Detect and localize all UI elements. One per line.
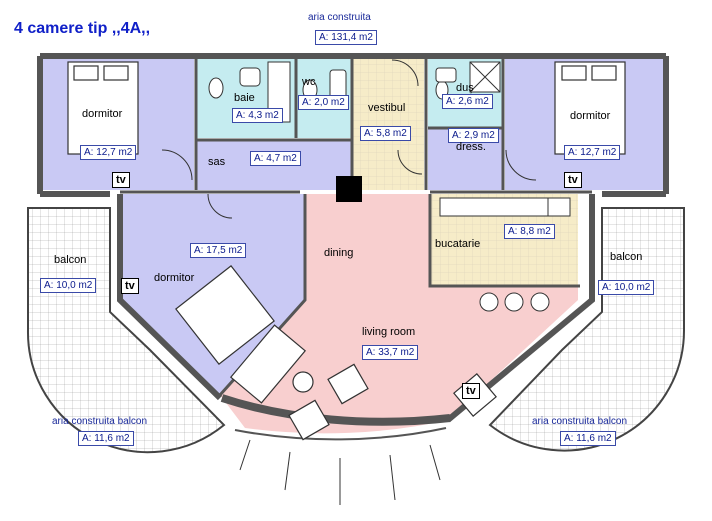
balcony-left-total-area: A: 11,6 m2 [78, 431, 134, 446]
area-balcon-left: A: 10,0 m2 [40, 278, 97, 293]
label-dress: dress. [456, 141, 486, 153]
area-bucatarie: A: 8,8 m2 [504, 224, 555, 239]
label-vestibul: vestibul [368, 102, 406, 114]
tv-right-bedroom: tv [564, 172, 582, 188]
label-dormitor-mid: dormitor [154, 272, 195, 284]
tv-middle-bedroom: tv [121, 278, 139, 294]
label-dormitor-right: dormitor [570, 110, 611, 122]
area-balcon-right: A: 10,0 m2 [598, 280, 655, 295]
balcony-left-caption: aria construita balcon [52, 416, 148, 427]
label-balcon-right: balcon [610, 251, 643, 263]
label-living: living room [362, 326, 416, 338]
area-vestibul: A: 5,8 m2 [360, 126, 411, 141]
label-dormitor-left: dormitor [82, 108, 123, 120]
room-living [220, 194, 578, 434]
label-sas: sas [208, 156, 226, 168]
balcony-right-total-area: A: 11,6 m2 [560, 431, 616, 446]
area-dress: A: 2,9 m2 [448, 128, 499, 143]
label-wc: wc [302, 76, 316, 88]
label-balcon-left: balcon [54, 254, 87, 266]
page-title: 4 camere tip ,,4A,, [14, 20, 151, 37]
total-area-caption: aria construita [308, 12, 371, 23]
area-dormitor-mid: A: 17,5 m2 [190, 243, 247, 258]
area-wc: A: 2,0 m2 [298, 95, 349, 110]
area-dus: A: 2,6 m2 [442, 94, 493, 109]
label-bucatarie: bucatarie [435, 238, 481, 250]
area-dormitor-right: A: 12,7 m2 [564, 145, 621, 160]
area-sas: A: 4,7 m2 [250, 151, 301, 166]
area-living: A: 33,7 m2 [362, 345, 419, 360]
label-dining: dining [324, 247, 354, 259]
label-baie: baie [234, 92, 255, 104]
tv-living: tv [462, 383, 480, 399]
area-dormitor-left: A: 12,7 m2 [80, 145, 137, 160]
label-dus: duș [456, 82, 474, 94]
area-baie: A: 4,3 m2 [232, 108, 283, 123]
total-area-value: A: 131,4 m2 [315, 30, 377, 45]
tv-left-bedroom: tv [112, 172, 130, 188]
balcony-right-caption: aria construita balcon [532, 416, 628, 427]
